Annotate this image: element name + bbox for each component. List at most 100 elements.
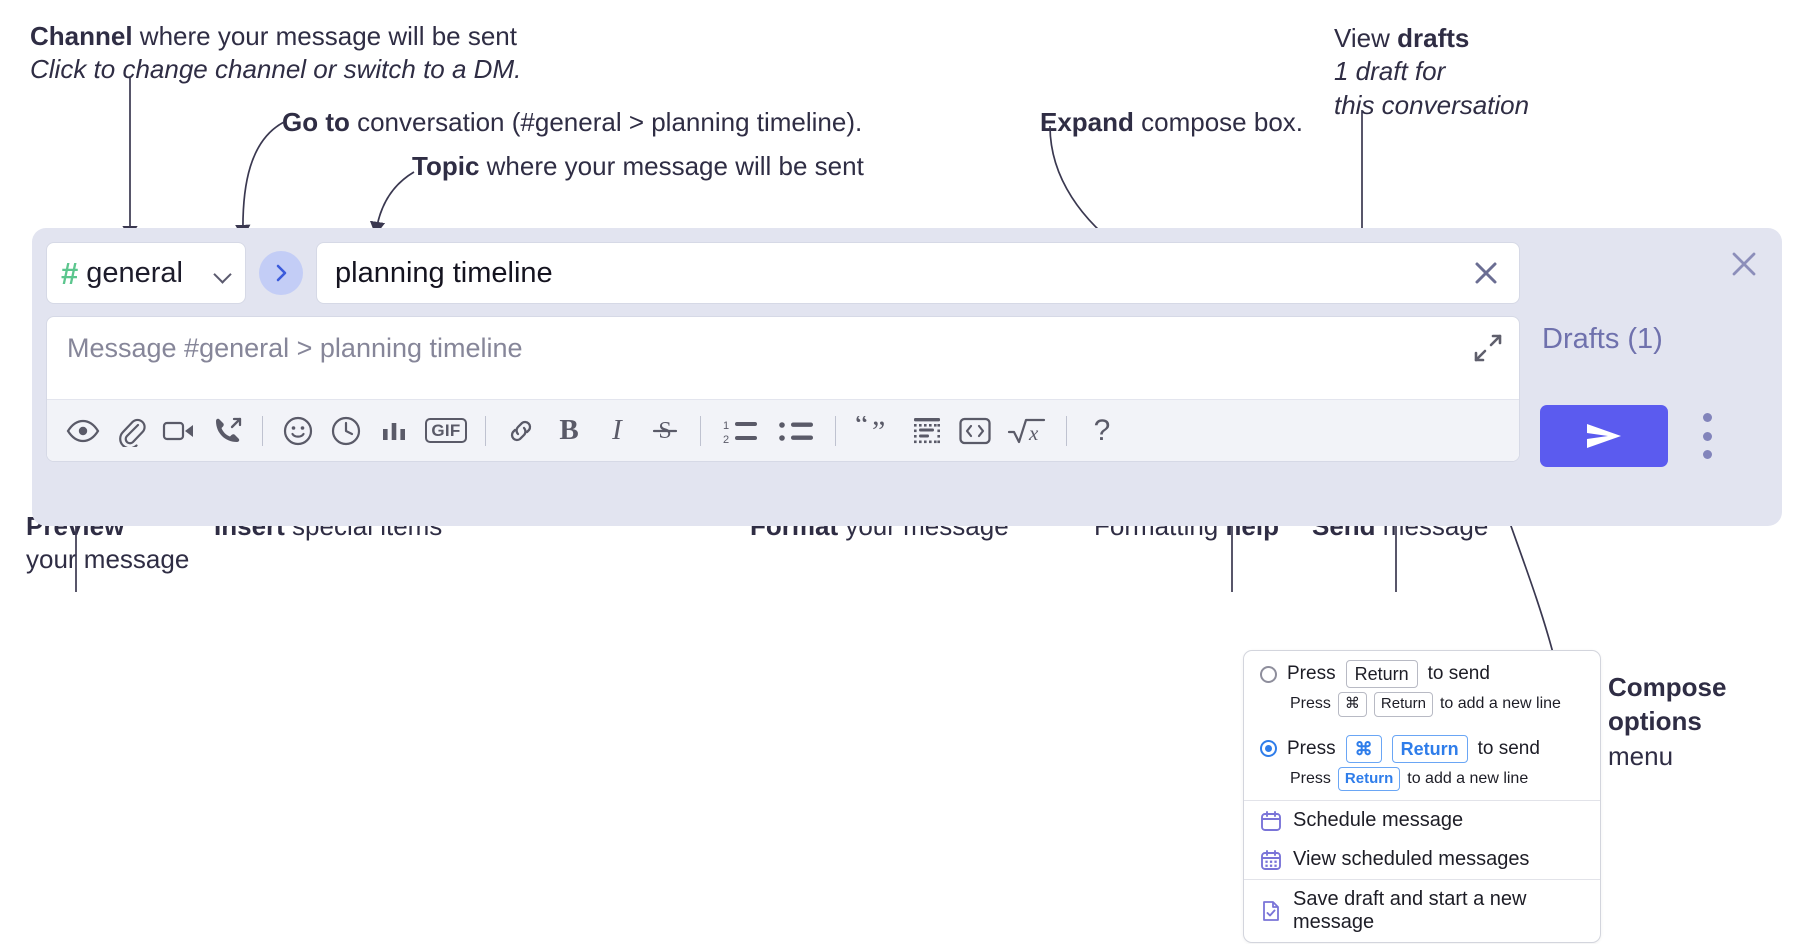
annotation-expand: Expand compose box.: [1040, 106, 1303, 139]
link-button[interactable]: [497, 407, 545, 455]
channel-name: general: [86, 256, 183, 289]
opt-return-sub-pre: Press: [1290, 695, 1331, 713]
send-option-cmd-return[interactable]: Press ⌘ Return to send: [1244, 726, 1600, 765]
vertical-dots-icon-dot: [1702, 450, 1712, 459]
opt-return-sub-post: to add a new line: [1439, 695, 1561, 713]
gif-icon: GIF: [425, 417, 467, 444]
menu-item-label: View scheduled messages: [1293, 848, 1530, 871]
audio-button[interactable]: [203, 407, 251, 455]
opt-cmd-sub-post: to add a new line: [1407, 769, 1529, 787]
opt-cmd-sub-pre: Press: [1290, 769, 1331, 787]
bulleted-list-button[interactable]: [768, 407, 824, 455]
topic-field[interactable]: planning timeline: [316, 242, 1520, 304]
annotation-goto: Go to conversation (#general > planning …: [282, 106, 862, 139]
poll-button[interactable]: [370, 407, 418, 455]
svg-text:“: “: [855, 416, 868, 441]
annotation-channel-bold: Channel: [30, 21, 133, 51]
code-block-button[interactable]: [903, 407, 951, 455]
channel-picker[interactable]: # general: [46, 242, 246, 304]
clock-icon: [331, 416, 361, 445]
toolbar-divider: [700, 415, 701, 446]
ordered-list-icon: 1 2: [723, 420, 757, 446]
compose-options-menu: Press Return to send Press ⌘ Return to a…: [1243, 650, 1601, 944]
annotation-drafts-pre: View: [1334, 23, 1398, 53]
ordered-list-button[interactable]: 1 2: [712, 407, 768, 455]
annotation-preview-rest: your message: [26, 544, 190, 575]
close-icon: [1732, 252, 1756, 276]
topic-clear-button[interactable]: [1469, 256, 1503, 290]
annotation-expand-bold: Expand: [1040, 107, 1134, 137]
goto-conversation-button[interactable]: [259, 251, 303, 295]
send-option-return[interactable]: Press Return to send: [1244, 651, 1600, 690]
close-icon: [1475, 262, 1497, 284]
help-button[interactable]: ?: [1078, 407, 1126, 455]
radio-return[interactable]: [1260, 665, 1277, 683]
svg-text:”: ”: [872, 416, 885, 446]
emoji-button[interactable]: [274, 407, 322, 455]
message-placeholder: Message #general > planning timeline: [67, 333, 523, 363]
italic-button[interactable]: I: [593, 407, 641, 455]
annotation-compose-options-rest: menu: [1608, 740, 1674, 771]
question-mark-icon: ?: [1093, 413, 1111, 447]
drafts-link[interactable]: Drafts (1): [1542, 323, 1663, 355]
video-camera-icon: [162, 421, 193, 440]
send-option-cmd-return-sub: Press Return to add a new line: [1244, 765, 1600, 800]
key-return: Return: [1345, 660, 1418, 689]
calendar-grid-icon: [1261, 849, 1281, 870]
menu-divider: [1244, 879, 1600, 881]
opt-cmd-pre: Press: [1287, 737, 1336, 759]
annotation-channel-rest: where your message will be sent: [132, 21, 517, 51]
compose-options-button[interactable]: [1696, 413, 1718, 459]
calendar-icon: [1261, 810, 1281, 831]
menu-item-view-scheduled-messages[interactable]: View scheduled messages: [1244, 840, 1600, 879]
annotation-topic-rest: where your message will be sent: [479, 151, 864, 181]
menu-item-save-draft[interactable]: Save draft and start a new message: [1244, 880, 1600, 942]
radio-cmd-return[interactable]: [1260, 740, 1277, 758]
attach-button[interactable]: [107, 407, 155, 455]
inline-code-button[interactable]: [951, 407, 999, 455]
widget-close-button[interactable]: [1728, 248, 1760, 285]
expand-compose-button[interactable]: [1473, 333, 1503, 368]
menu-item-schedule-message[interactable]: Schedule message: [1244, 801, 1600, 840]
vertical-dots-icon-dot: [1702, 431, 1712, 441]
annotation-goto-bold: Go to: [282, 107, 350, 137]
message-input[interactable]: Message #general > planning timeline: [47, 317, 1519, 399]
send-option-return-sub: Press ⌘ Return to add a new line: [1244, 690, 1600, 725]
document-check-icon: [1263, 901, 1279, 921]
math-button[interactable]: x: [999, 407, 1055, 455]
vertical-dots-icon-dot: [1702, 413, 1712, 422]
svg-text:x: x: [1028, 421, 1039, 445]
code-block-icon: [914, 417, 940, 443]
bold-button[interactable]: B: [545, 407, 593, 455]
message-box: Message #general > planning timeline: [46, 316, 1520, 462]
send-button[interactable]: [1540, 405, 1668, 467]
link-icon: [510, 420, 532, 441]
quote-icon: “ ”: [855, 416, 885, 446]
gif-button[interactable]: GIF: [418, 407, 474, 455]
annotation-topic: Topic where your message will be sent: [412, 150, 864, 183]
square-root-icon: x: [1007, 418, 1046, 445]
preview-button[interactable]: [59, 407, 107, 455]
hash-icon: #: [61, 255, 79, 291]
formatting-toolbar: GIF B: [47, 399, 1519, 461]
annotation-goto-rest: conversation (#general > planning timeli…: [349, 107, 863, 137]
strikethrough-button[interactable]: S: [641, 407, 689, 455]
annotation-channel: Channel where your message will be sent …: [30, 20, 521, 87]
reminder-button[interactable]: [322, 407, 370, 455]
video-button[interactable]: [155, 407, 203, 455]
paper-plane-icon: [1587, 424, 1621, 448]
key-return: Return: [1391, 734, 1468, 763]
menu-divider: [1244, 800, 1600, 802]
key-command: ⌘: [1345, 734, 1382, 763]
key-command: ⌘: [1337, 692, 1367, 717]
bar-chart-icon: [383, 422, 405, 440]
compose-header-row: # general planning timeline: [46, 242, 1520, 304]
opt-return-pre: Press: [1287, 663, 1336, 685]
annotation-topic-bold: Topic: [412, 151, 480, 181]
key-return: Return: [1337, 766, 1401, 792]
angle-brackets-icon: [959, 417, 991, 444]
blockquote-button[interactable]: “ ”: [847, 407, 903, 455]
toolbar-divider: [262, 415, 263, 446]
phone-arrow-icon: [216, 417, 242, 442]
